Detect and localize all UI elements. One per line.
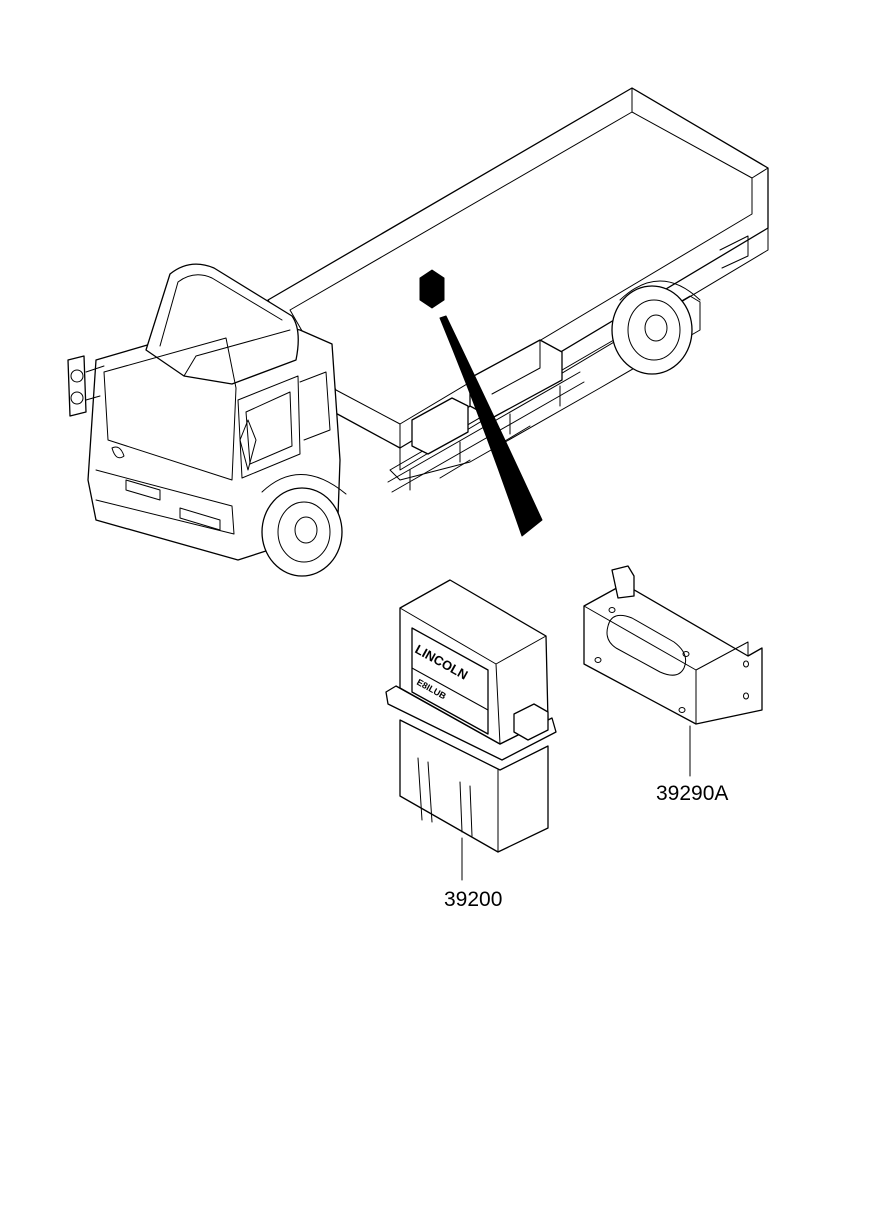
module-location-marker [419, 269, 445, 309]
callout-39200: 39200 [444, 888, 502, 911]
bracket-flange [611, 565, 635, 599]
front-wheel [261, 474, 347, 577]
roof-spoiler [145, 263, 299, 385]
mounting-bracket[interactable] [583, 565, 763, 777]
bracket-plate [583, 583, 763, 725]
callout-39290A: 39290A [656, 782, 728, 805]
bracket-slot [606, 614, 687, 676]
truck-illustration [67, 87, 769, 577]
side-mirror [67, 355, 87, 417]
lubrication-module[interactable]: LINCOLN E8ILUB [385, 579, 557, 881]
module-lower-body [399, 719, 549, 853]
battery-box [411, 397, 469, 455]
module-label-panel [411, 627, 489, 735]
windshield [103, 337, 237, 481]
rear-wheel [611, 280, 701, 375]
location-pointer [439, 315, 543, 537]
